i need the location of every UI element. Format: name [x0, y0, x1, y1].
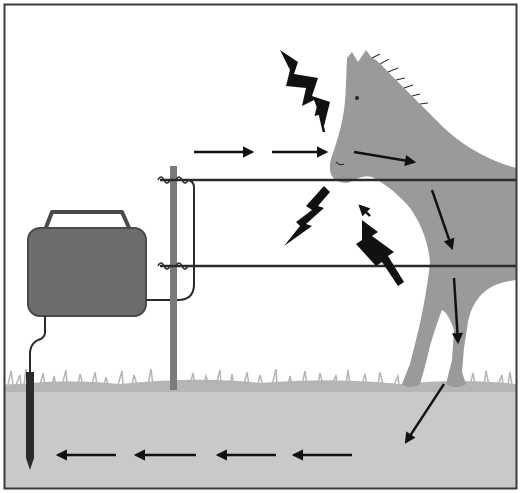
fence-wires — [157, 176, 516, 270]
current-arrow-icon — [314, 103, 326, 133]
ground — [5, 384, 516, 488]
grass-fill — [5, 379, 516, 392]
horse-icon — [329, 50, 516, 387]
current-arrow-icon — [404, 383, 446, 444]
diagram-frame — [3, 3, 518, 490]
current-arrow-icon — [358, 204, 371, 217]
ground-rod-icon — [26, 316, 46, 470]
current-flow-arrows — [55, 103, 464, 461]
lightning-bolt-icon — [356, 220, 404, 286]
energizer-icon — [27, 210, 147, 317]
lightning-bolt-icon — [284, 186, 330, 246]
grass — [7, 368, 513, 386]
fence-post-icon — [170, 166, 177, 390]
current-arrow-icon — [353, 150, 417, 167]
current-arrow-icon — [451, 277, 464, 345]
current-arrow-icon — [430, 189, 455, 251]
